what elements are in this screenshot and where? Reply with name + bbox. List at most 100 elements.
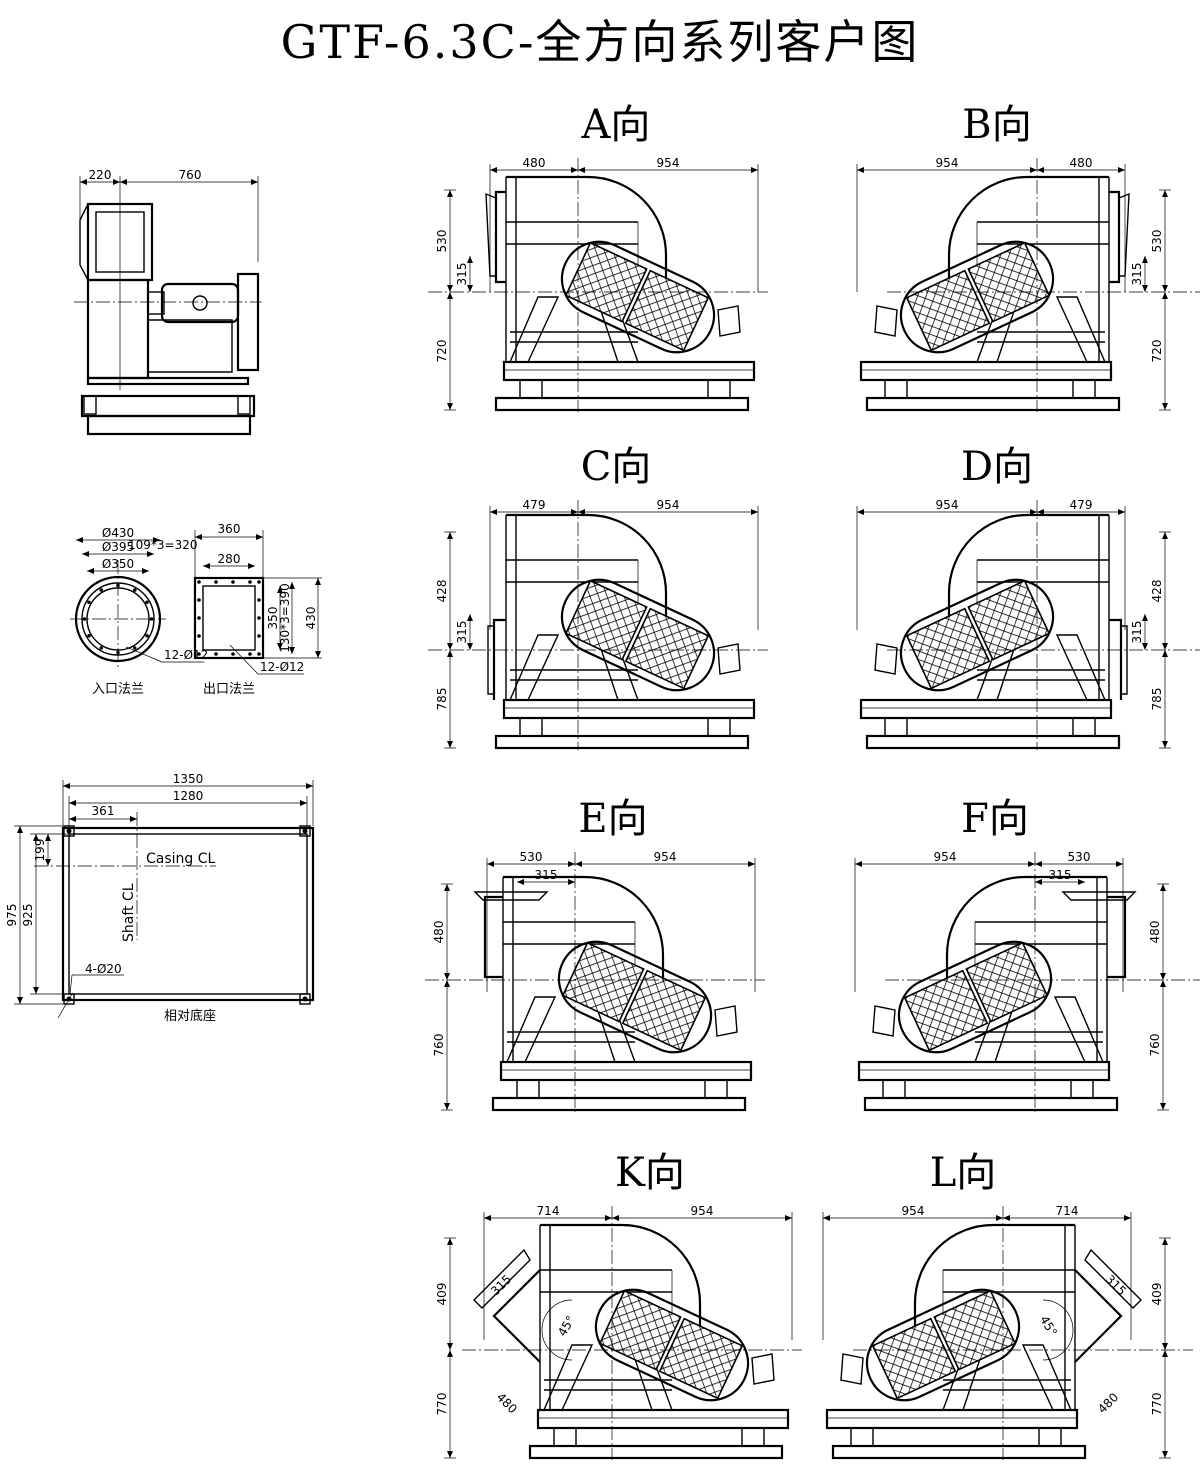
shaft-cl-label: Shaft CL <box>121 883 137 942</box>
view-5: E向 530 954 315 480 760 <box>425 796 765 1112</box>
view-6: F向 954 530 315 480 760 <box>854 796 1200 1112</box>
view-1: A向 480 954 530 720 315 <box>428 102 768 412</box>
dim-width-sub: 315 <box>535 868 558 882</box>
base-h-offset: 199 <box>33 839 47 862</box>
dim-height-mid: 315 <box>455 263 469 286</box>
inlet-d-outer: Ø430 <box>102 526 134 540</box>
dim-height-top: 480 <box>432 921 446 944</box>
dim-diag-2: 480 <box>494 1390 520 1416</box>
dim-width-right: 530 <box>1068 850 1091 864</box>
dim-height-top: 409 <box>1150 1283 1164 1306</box>
dim-angle: 45° <box>555 1313 578 1338</box>
dim-width-sub: 315 <box>1049 868 1072 882</box>
dim-diag-1: 315 <box>488 1272 514 1298</box>
dim-width-left: 530 <box>520 850 543 864</box>
inlet-caption: 入口法兰 <box>92 682 144 697</box>
base-w-inner: 1280 <box>173 789 204 803</box>
dim-width-left: 954 <box>934 850 957 864</box>
fan-drawing <box>528 1223 790 1460</box>
fan-drawing <box>857 875 1119 1112</box>
fan-drawing <box>859 513 1121 750</box>
dim-diag-2: 480 <box>1095 1390 1121 1416</box>
base-caption: 相对底座 <box>164 1008 216 1024</box>
base-holes: 4-Ø20 <box>85 962 122 976</box>
view-3: C向 479 954 428 785 315 <box>428 444 768 750</box>
fan-drawing <box>494 513 756 750</box>
outlet-pitch-top: 109*3=320 <box>128 538 198 552</box>
dim-angle: 45° <box>1037 1313 1060 1338</box>
view-label: F向 <box>961 796 1029 842</box>
dim-width-left: 954 <box>936 156 959 170</box>
dim-width-right: 954 <box>657 498 680 512</box>
dim-height-top: 480 <box>1148 921 1162 944</box>
base-w-outer: 1350 <box>173 772 204 786</box>
view-label: C向 <box>581 444 652 490</box>
base-h-inner: 925 <box>21 904 35 927</box>
inlet-d-bolt: Ø395 <box>102 540 134 554</box>
dim-width-left: 714 <box>537 1204 560 1218</box>
view-8: L向 954 714 409 770 315 480 45° <box>822 1150 1193 1460</box>
dim-height-bottom: 720 <box>1150 340 1164 363</box>
dim-height-mid: 315 <box>1130 263 1144 286</box>
casing-cl-label: Casing CL <box>146 851 216 867</box>
view-label: L向 <box>930 1150 997 1196</box>
dim-height-bottom: 785 <box>1150 688 1164 711</box>
dim-width-left: 954 <box>936 498 959 512</box>
fan-drawing <box>494 175 756 412</box>
side-dim-right: 760 <box>179 168 202 182</box>
dim-height-top: 428 <box>1150 580 1164 603</box>
dim-width-right: 954 <box>691 1204 714 1218</box>
inlet-d-inner: Ø350 <box>102 557 134 571</box>
dim-width-right: 480 <box>1070 156 1093 170</box>
dim-height-top: 530 <box>435 230 449 253</box>
view-label: E向 <box>578 796 647 842</box>
outlet-pitch-side: 130*3=390 <box>278 583 292 653</box>
dim-diag-1: 315 <box>1103 1272 1129 1298</box>
base-h-outer: 975 <box>5 904 19 927</box>
side-elevation: 220 760 <box>74 168 262 436</box>
dim-height-top: 530 <box>1150 230 1164 253</box>
view-7: K向 714 954 409 770 315 480 45° <box>435 1150 802 1460</box>
outlet-h-inner: 350 <box>266 607 280 630</box>
dim-height-bottom: 760 <box>1148 1034 1162 1057</box>
dim-width-left: 479 <box>523 498 546 512</box>
dim-width-right: 479 <box>1070 498 1093 512</box>
view-label: K向 <box>615 1150 685 1196</box>
outlet-w-inner: 280 <box>218 552 241 566</box>
dim-height-mid: 315 <box>455 621 469 644</box>
dim-height-bottom: 770 <box>1150 1393 1164 1416</box>
inlet-holes: 12-Ø12 <box>164 648 208 662</box>
dim-height-top: 428 <box>435 580 449 603</box>
dim-width-right: 954 <box>657 156 680 170</box>
dim-height-bottom: 785 <box>435 688 449 711</box>
outlet-caption: 出口法兰 <box>203 682 255 697</box>
base-plan: 1350 1280 361 Casing CL Shaft CL 975 925… <box>5 772 315 1024</box>
fan-drawing <box>859 175 1121 412</box>
side-dim-left: 220 <box>89 168 112 182</box>
outlet-w-outer: 360 <box>218 522 241 536</box>
outlet-h-outer: 430 <box>304 607 318 630</box>
base-offset: 361 <box>92 804 115 818</box>
outlet-flange: 360 280 109*3=320 350 130*3=390 430 12-Ø… <box>128 522 322 697</box>
dim-width-right: 714 <box>1056 1204 1079 1218</box>
dim-height-bottom: 720 <box>435 340 449 363</box>
fan-drawing <box>825 1223 1087 1460</box>
outlet-holes: 12-Ø12 <box>260 660 304 674</box>
view-label: B向 <box>962 102 1031 148</box>
inlet-flange: Ø430 Ø395 Ø350 12-Ø12 入口法兰 <box>70 526 208 697</box>
page-title: GTF-6.3C-全方向系列客户图 <box>280 15 920 69</box>
dim-height-top: 409 <box>435 1283 449 1306</box>
dim-height-bottom: 760 <box>432 1034 446 1057</box>
view-label: A向 <box>581 102 651 148</box>
view-label: D向 <box>961 444 1033 490</box>
dim-width-left: 954 <box>902 1204 925 1218</box>
dim-height-bottom: 770 <box>435 1393 449 1416</box>
fan-drawing <box>491 875 753 1112</box>
dim-width-right: 954 <box>654 850 677 864</box>
dim-height-mid: 315 <box>1130 621 1144 644</box>
dim-width-left: 480 <box>523 156 546 170</box>
